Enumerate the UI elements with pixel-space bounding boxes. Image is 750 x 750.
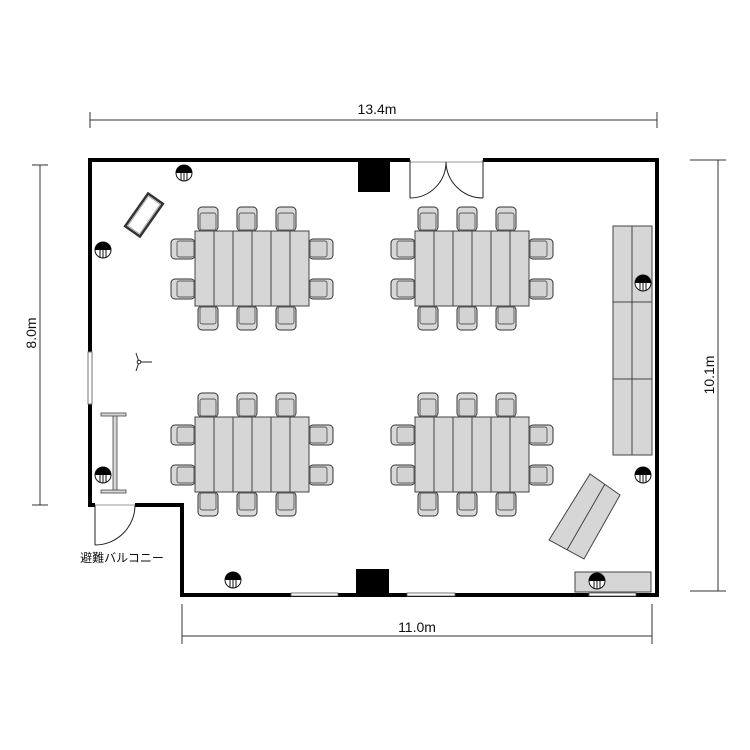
chair: [390, 238, 416, 260]
windows-bottom: [290, 592, 637, 597]
chair: [236, 305, 258, 331]
dimension-left: [32, 164, 48, 506]
chair: [390, 278, 416, 300]
chair: [275, 206, 297, 232]
chair: [197, 305, 219, 331]
outlet-icon: [94, 241, 112, 259]
chair: [275, 392, 297, 418]
balcony-door[interactable]: [94, 504, 136, 546]
pillar-bottom: [356, 569, 389, 595]
ceiling-fan-icon: [135, 352, 152, 372]
table-groups: [170, 206, 554, 517]
chair: [275, 491, 297, 517]
chair: [197, 491, 219, 517]
chair: [390, 424, 416, 446]
dimension-bottom-label: 11.0m: [398, 619, 436, 635]
screen-stand: [100, 412, 127, 494]
entrance-double-door[interactable]: [409, 160, 484, 199]
dimension-bottom: [181, 604, 653, 644]
chair: [170, 238, 196, 260]
chair: [308, 424, 334, 446]
chair: [236, 392, 258, 418]
dimension-top-label: 13.4m: [358, 101, 397, 117]
chair: [308, 238, 334, 260]
chair: [236, 206, 258, 232]
angled-table: [548, 473, 621, 560]
dimension-top: [89, 112, 658, 128]
chair: [456, 305, 478, 331]
chair: [495, 491, 517, 517]
dimension-right-label: 10.1m: [701, 356, 717, 395]
chair: [417, 491, 439, 517]
chair: [197, 206, 219, 232]
chair: [495, 206, 517, 232]
chair: [308, 464, 334, 486]
pillar-top: [358, 160, 390, 192]
table-group: [390, 206, 554, 331]
chair: [528, 238, 554, 260]
chair: [417, 206, 439, 232]
chair: [495, 305, 517, 331]
chair: [170, 278, 196, 300]
chair: [417, 392, 439, 418]
balcony-label: 避難バルコニー: [80, 550, 164, 565]
chair: [170, 464, 196, 486]
table-group: [390, 392, 554, 517]
dimension-left-label: 8.0m: [23, 317, 39, 348]
chair: [456, 392, 478, 418]
window-left: [87, 351, 93, 405]
chair: [456, 491, 478, 517]
chair: [456, 206, 478, 232]
whiteboard: [123, 191, 165, 239]
table-group: [170, 206, 334, 331]
outlet-icon: [224, 571, 242, 589]
outlet-icon: [588, 572, 606, 590]
outlet-icon: [94, 466, 112, 484]
chair: [528, 464, 554, 486]
counter: [574, 571, 652, 593]
outlet-icon: [634, 466, 652, 484]
storage-cabinets: [612, 225, 653, 456]
chair: [236, 491, 258, 517]
chair: [275, 305, 297, 331]
dimension-right: [690, 159, 726, 592]
outlet-icon: [175, 164, 193, 182]
chair: [308, 278, 334, 300]
chair: [417, 305, 439, 331]
chair: [390, 464, 416, 486]
chair: [170, 424, 196, 446]
outlet-icon: [634, 274, 652, 292]
chair: [528, 278, 554, 300]
chair: [528, 424, 554, 446]
chair: [495, 392, 517, 418]
chair: [197, 392, 219, 418]
table-group: [170, 392, 334, 517]
